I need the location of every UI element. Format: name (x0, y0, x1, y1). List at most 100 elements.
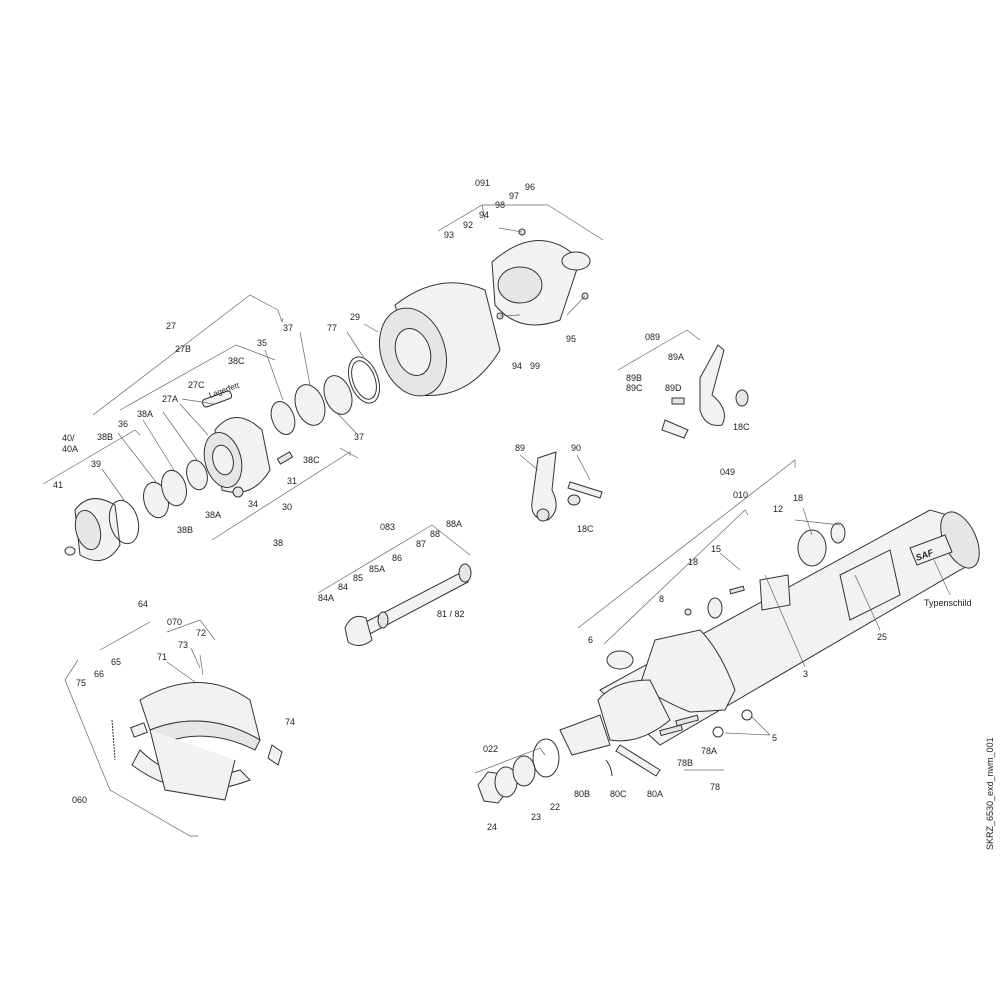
spring-90 (567, 481, 603, 499)
spring-75 (111, 719, 116, 761)
lining-71 (149, 720, 261, 751)
callout-78A: 78A (701, 746, 717, 756)
bearing-35 (294, 384, 326, 426)
callout-88: 88 (430, 529, 440, 539)
callout-6: 6 (588, 635, 593, 645)
plate-25 (839, 549, 901, 621)
hub-bore (212, 444, 234, 476)
callout-38B-b: 38B (177, 525, 193, 535)
callout-23: 23 (531, 812, 541, 822)
group-083-camshaft (317, 524, 472, 646)
part-89B (661, 419, 689, 439)
ring-80C (605, 759, 613, 777)
callout-97: 97 (509, 191, 519, 201)
slack-adjuster-89A (699, 344, 725, 426)
group-27-hub (92, 294, 294, 498)
slack-adjuster-89 (531, 451, 557, 521)
callout-3: 3 (803, 669, 808, 679)
callout-40: 40/ (62, 433, 75, 443)
callout-89D: 89D (665, 383, 682, 393)
part-18C-b (567, 494, 581, 506)
callout-96: 96 (525, 182, 535, 192)
roller-66 (130, 722, 148, 738)
group-64-brake-shoes (64, 619, 283, 837)
pin-78B (659, 724, 683, 737)
callout-049: 049 (720, 467, 735, 477)
clamp-ring-part (561, 251, 591, 271)
callout-86: 86 (392, 553, 402, 563)
callout-18b: 18 (688, 557, 698, 567)
callout-93: 93 (444, 230, 454, 240)
typenschild-label: Typenschild (924, 598, 972, 608)
callout-95: 95 (566, 334, 576, 344)
callout-77: 77 (327, 323, 337, 333)
adjuster-hub (536, 508, 550, 522)
ring-80B (532, 738, 560, 778)
pin-78A (675, 714, 700, 727)
callout-38A-a: 38A (137, 409, 153, 419)
callout-24: 24 (487, 822, 497, 832)
nut-34 (232, 486, 244, 498)
callout-89C: 89C (626, 383, 643, 393)
ring-37 (323, 375, 353, 415)
callout-75: 75 (76, 678, 86, 688)
callout-80C: 80C (610, 789, 627, 799)
callout-35: 35 (257, 338, 267, 348)
clip-74 (267, 744, 283, 766)
callout-18C-a: 18C (733, 422, 750, 432)
drawing-id: SKRZ_6530_exd_nwm_001 (985, 737, 995, 850)
callout-64: 64 (138, 599, 148, 609)
callout-38A-b: 38A (205, 510, 221, 520)
callout-71: 71 (157, 652, 167, 662)
ring-38A (186, 459, 208, 491)
part-18C (735, 389, 749, 407)
callout-18C-b: 18C (577, 524, 594, 534)
callout-73: 73 (178, 640, 188, 650)
group-78-pins (615, 714, 724, 777)
callout-74: 74 (285, 717, 295, 727)
oring-5a (712, 726, 724, 738)
part-8 (684, 608, 692, 616)
callout-30: 30 (282, 502, 292, 512)
callout-85: 85 (353, 573, 363, 583)
callout-84: 84 (338, 582, 348, 592)
callout-89: 89 (515, 443, 525, 453)
callout-38C-b: 38C (303, 455, 320, 465)
callout-15: 15 (711, 544, 721, 554)
callout-66: 66 (94, 669, 104, 679)
brake-drum-29 (363, 282, 501, 397)
bush-18 (830, 522, 846, 544)
callout-18a: 18 (793, 493, 803, 503)
callout-010: 010 (733, 490, 748, 500)
callout-89B: 89B (626, 373, 642, 383)
callout-94b: 94 (512, 361, 522, 371)
hub-cap-face (74, 509, 102, 551)
spline-88 (458, 563, 472, 583)
group-022-nuts (474, 738, 613, 804)
callout-41: 41 (53, 480, 63, 490)
bush-18-b (707, 597, 723, 619)
cam-head-84A (344, 615, 373, 646)
callout-5: 5 (772, 733, 777, 743)
callout-34: 34 (248, 499, 258, 509)
callout-78B: 78B (677, 758, 693, 768)
callout-87: 87 (416, 539, 426, 549)
callout-12: 12 (773, 504, 783, 514)
callout-27A: 27A (162, 394, 178, 404)
callout-94a: 94 (479, 210, 489, 220)
callout-80B: 80B (574, 789, 590, 799)
bearing-36 (161, 469, 187, 507)
callout-089: 089 (645, 332, 660, 342)
callout-72: 72 (196, 628, 206, 638)
callout-38B-a: 38B (97, 432, 113, 442)
callout-083: 083 (380, 522, 395, 532)
callout-65: 65 (111, 657, 121, 667)
camshaft-81-82 (359, 571, 469, 637)
callout-27B: 27B (175, 344, 191, 354)
seal-85 (377, 611, 389, 629)
callout-90: 90 (571, 443, 581, 453)
hub-cap-group (42, 411, 359, 562)
stub-axle (597, 679, 671, 742)
callout-99: 99 (530, 361, 540, 371)
